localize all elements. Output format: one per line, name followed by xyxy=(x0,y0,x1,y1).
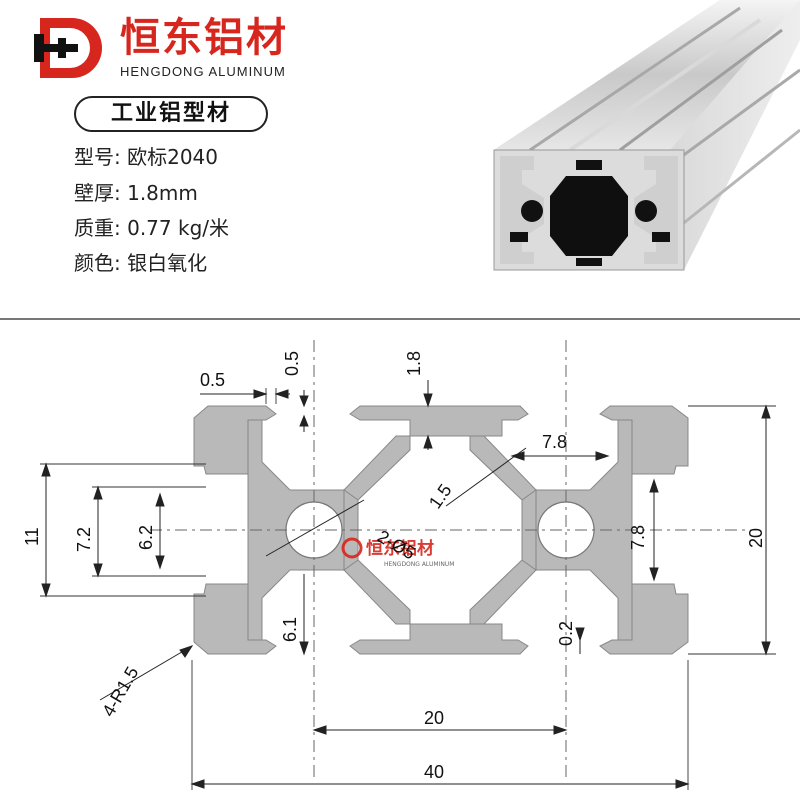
dim-slot-62: 6.2 xyxy=(136,525,156,550)
cross-section-drawing: 恒东铝材 HENGDONG ALUMINUM 0.5 0.5 1.8 7.8 1… xyxy=(22,340,776,790)
spec-model: 型号: 欧标2040 xyxy=(74,145,218,169)
dim-depth-61: 6.1 xyxy=(280,617,300,642)
spec-weight: 质重: 0.77 kg/米 xyxy=(74,216,229,240)
dim-pitch-20: 20 xyxy=(424,708,444,728)
spec-wall-thickness: 壁厚: 1.8mm xyxy=(74,181,198,205)
dim-slot-72: 7.2 xyxy=(74,527,94,552)
product-header: 恒东铝材 HENGDONG ALUMINUM 工业铝型材 型号: 欧标2040 … xyxy=(0,0,800,318)
dim-slot-edge-width: 0.5 xyxy=(200,370,225,390)
watermark-cn: 恒东铝材 xyxy=(366,538,434,559)
dim-slot-11: 11 xyxy=(22,527,42,546)
category-label: 工业铝型材 xyxy=(110,101,231,126)
category-badge: 工业铝型材 xyxy=(74,96,268,132)
dim-right-78: 7.8 xyxy=(628,525,648,550)
brand-name-cn: 恒东铝材 xyxy=(120,15,288,61)
dimension-lines xyxy=(41,380,771,789)
spec-color: 颜色: 银白氧化 xyxy=(74,251,208,275)
watermark-en: HENGDONG ALUMINUM xyxy=(384,561,454,568)
dim-gap-02: 0.2 xyxy=(556,621,576,646)
drawing-watermark: 恒东铝材 HENGDONG ALUMINUM xyxy=(341,537,454,568)
dim-diagonal-wall: 1.5 xyxy=(425,480,456,512)
section-divider xyxy=(0,318,800,320)
brand-name-en: HENGDONG ALUMINUM xyxy=(120,64,286,79)
profile-photo xyxy=(493,0,800,271)
dim-top-wall: 1.8 xyxy=(404,351,424,376)
dim-radius: 4-R1.5 xyxy=(98,663,142,720)
brand-logo xyxy=(32,12,104,84)
dim-height-20: 20 xyxy=(746,528,766,548)
extension-lines xyxy=(40,388,776,790)
dim-width-40: 40 xyxy=(424,762,444,782)
dim-center-wall: 7.8 xyxy=(542,432,567,452)
dim-slot-edge-height: 0.5 xyxy=(282,351,302,376)
